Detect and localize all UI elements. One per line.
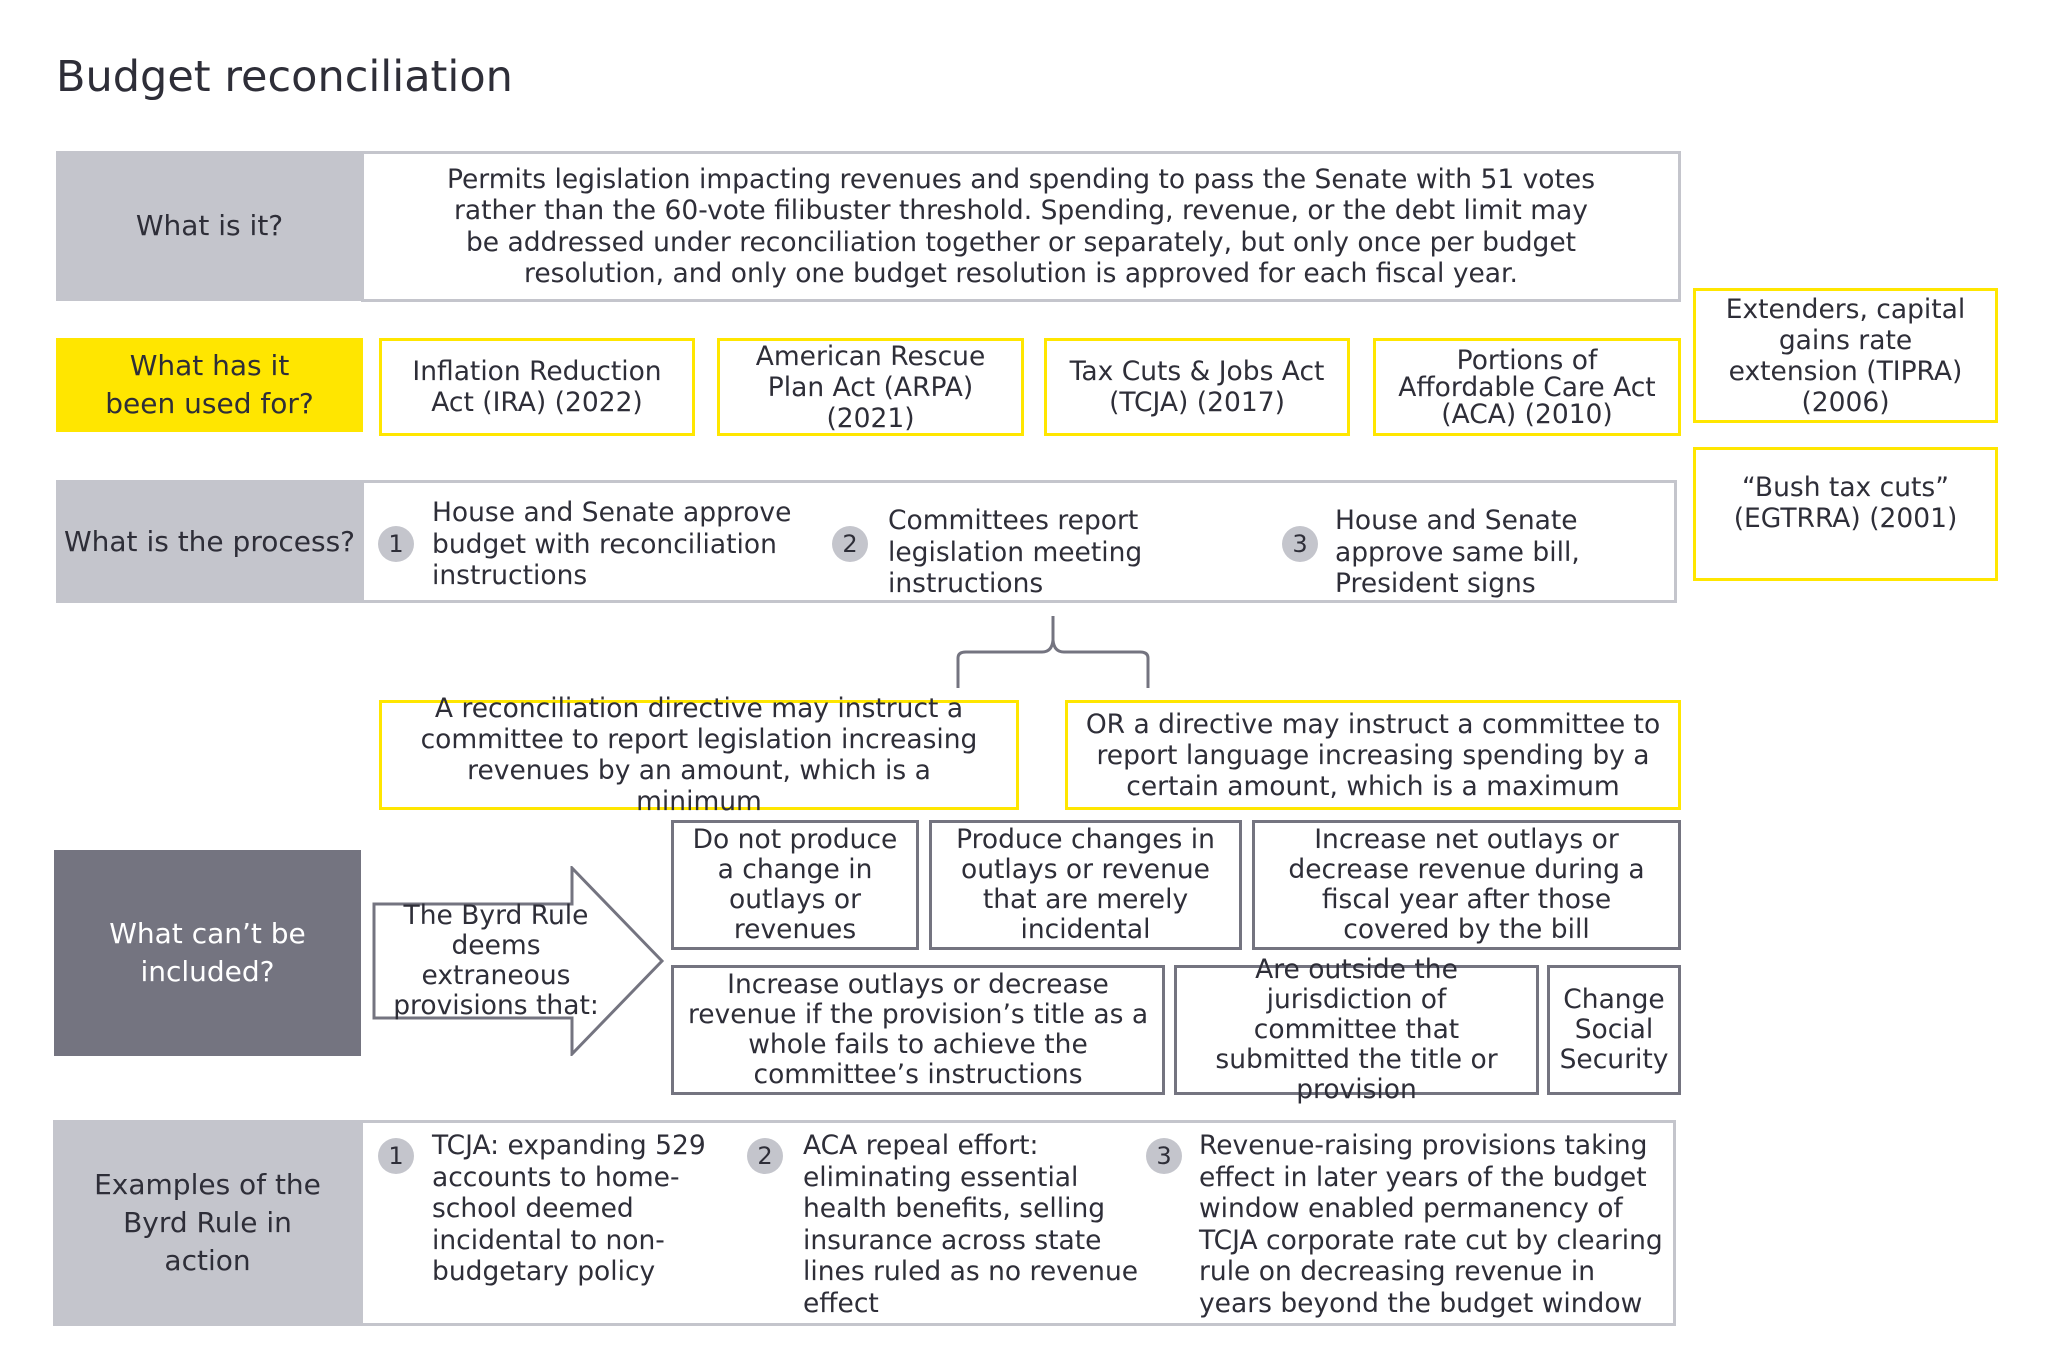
page-title: Budget reconciliation — [56, 52, 513, 102]
process-step-1: House and Senate approve budget with rec… — [432, 497, 792, 591]
byrd-rule-text: The Byrd Rule deems extraneous provision… — [393, 900, 599, 1021]
provision-incidental: Produce changes in outlays or revenue th… — [929, 820, 1242, 950]
examples-label: Examples of the Byrd Rule in action — [53, 1120, 362, 1326]
example-revenue-raising: Revenue-raising provisions taking effect… — [1199, 1130, 1663, 1319]
used-for-tipra: Extenders, capital gains rate extension … — [1693, 288, 1998, 423]
used-for-ira: Inflation Reduction Act (IRA) (2022) — [379, 338, 695, 436]
example-number-2: 2 — [747, 1138, 783, 1174]
example-number-3: 3 — [1146, 1138, 1182, 1174]
used-for-egtrra: “Bush tax cuts” (EGTRRA) (2001) — [1693, 447, 1998, 581]
process-label: What is the process? — [56, 480, 363, 603]
directive-minimum: A reconciliation directive may instruct … — [379, 693, 1019, 817]
step-number-1: 1 — [378, 526, 414, 562]
byrd-rule-arrow — [372, 866, 665, 1056]
what-is-it-description: Permits legislation impacting revenues a… — [361, 151, 1681, 302]
step-number-2: 2 — [832, 526, 868, 562]
brace-connector — [956, 616, 1150, 688]
provision-social-security: Change Social Security — [1547, 965, 1681, 1095]
provision-fails-instructions: Increase outlays or decrease revenue if … — [671, 965, 1165, 1095]
example-tcja-529: TCJA: expanding 529 accounts to home-sch… — [432, 1130, 706, 1287]
provision-outside-jurisdiction: Are outside the jurisdiction of committe… — [1174, 955, 1539, 1105]
what-is-it-label: What is it? — [56, 151, 363, 301]
directive-maximum: OR a directive may instruct a committee … — [1065, 700, 1681, 810]
provision-no-change: Do not produce a change in outlays or re… — [671, 820, 919, 950]
step-number-3: 3 — [1282, 526, 1318, 562]
process-step-3: House and Senate approve same bill, Pres… — [1335, 505, 1580, 599]
used-for-label: What has it been used for? — [56, 338, 363, 432]
provision-after-fiscal-year: Increase net outlays or decrease revenue… — [1252, 820, 1681, 950]
used-for-aca: Portions of Affordable Care Act (ACA) (2… — [1373, 338, 1681, 436]
used-for-tcja: Tax Cuts & Jobs Act (TCJA) (2017) — [1044, 338, 1350, 436]
example-aca-repeal: ACA repeal effort: eliminating essential… — [803, 1130, 1139, 1319]
used-for-arpa: American Rescue Plan Act (ARPA) (2021) — [717, 338, 1024, 436]
examples-box — [360, 1120, 1676, 1326]
process-box — [361, 480, 1677, 603]
process-step-2: Committees report legislation meeting in… — [888, 505, 1143, 599]
cant-include-label: What can’t be included? — [54, 850, 361, 1056]
example-number-1: 1 — [378, 1138, 414, 1174]
